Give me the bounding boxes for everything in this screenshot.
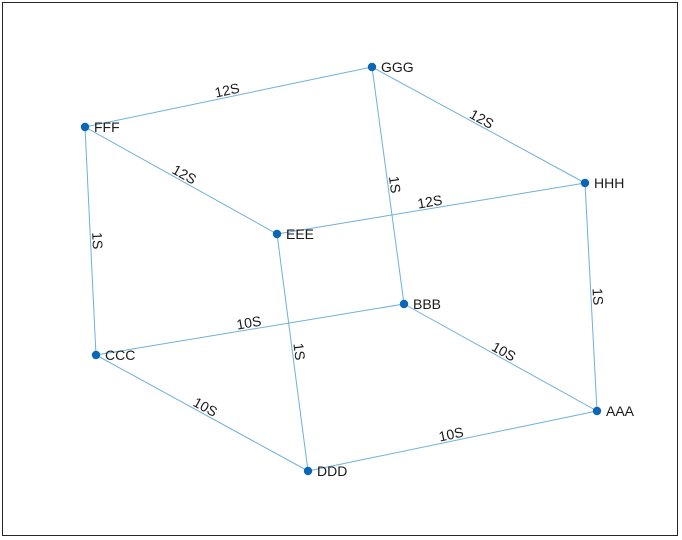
edge-fff-eee	[84, 126, 278, 235]
edge-labels-layer: 12S 12S 12S 12S 1S 1S 1S 1S 10S 10S 10S 10S	[89, 80, 606, 445]
node-label-ccc: CCC	[105, 347, 135, 363]
edge-eee-hhh	[276, 182, 586, 235]
edge-ddd-aaa	[307, 410, 598, 472]
node-bbb	[399, 299, 409, 309]
edge-fff-ggg	[84, 66, 373, 128]
edge-label: 1S	[386, 175, 404, 194]
node-label-ggg: GGG	[381, 59, 414, 75]
edge-ggg-hhh	[371, 66, 586, 184]
edge-label: 12S	[213, 80, 241, 101]
edge-label: 1S	[590, 288, 607, 306]
edge-label: 12S	[467, 106, 497, 132]
edge-bbb-aaa	[403, 303, 598, 412]
node-ggg	[367, 62, 377, 72]
node-label-hhh: HHH	[594, 175, 624, 191]
node-label-fff: FFF	[94, 119, 120, 135]
edge-label: 12S	[416, 192, 443, 212]
edge-label: 10S	[489, 338, 519, 364]
edge-fff-ccc	[84, 126, 97, 356]
edge-label: 1S	[89, 232, 106, 250]
nodes-layer: AAA BBB CCC DDD EEE FFF GGG HHH	[80, 59, 635, 479]
edge-label: 10S	[235, 313, 262, 333]
node-label-aaa: AAA	[606, 403, 635, 419]
node-aaa	[592, 406, 602, 416]
edge-hhh-aaa	[584, 182, 598, 412]
edge-ccc-ddd	[95, 354, 309, 472]
node-hhh	[580, 178, 590, 188]
node-ccc	[91, 350, 101, 360]
edges-layer	[84, 66, 598, 472]
edge-ggg-bbb	[371, 66, 405, 305]
node-eee	[272, 229, 282, 239]
edge-label: 12S	[170, 161, 200, 187]
edge-label: 10S	[437, 424, 465, 445]
node-label-bbb: BBB	[413, 296, 441, 312]
edge-label: 1S	[290, 342, 308, 361]
node-ddd	[303, 466, 313, 476]
node-fff	[80, 122, 90, 132]
edge-label: 10S	[191, 394, 221, 420]
node-label-eee: EEE	[286, 226, 314, 242]
node-label-ddd: DDD	[317, 463, 347, 479]
edge-eee-ddd	[276, 233, 309, 472]
edge-ccc-bbb	[95, 303, 405, 356]
